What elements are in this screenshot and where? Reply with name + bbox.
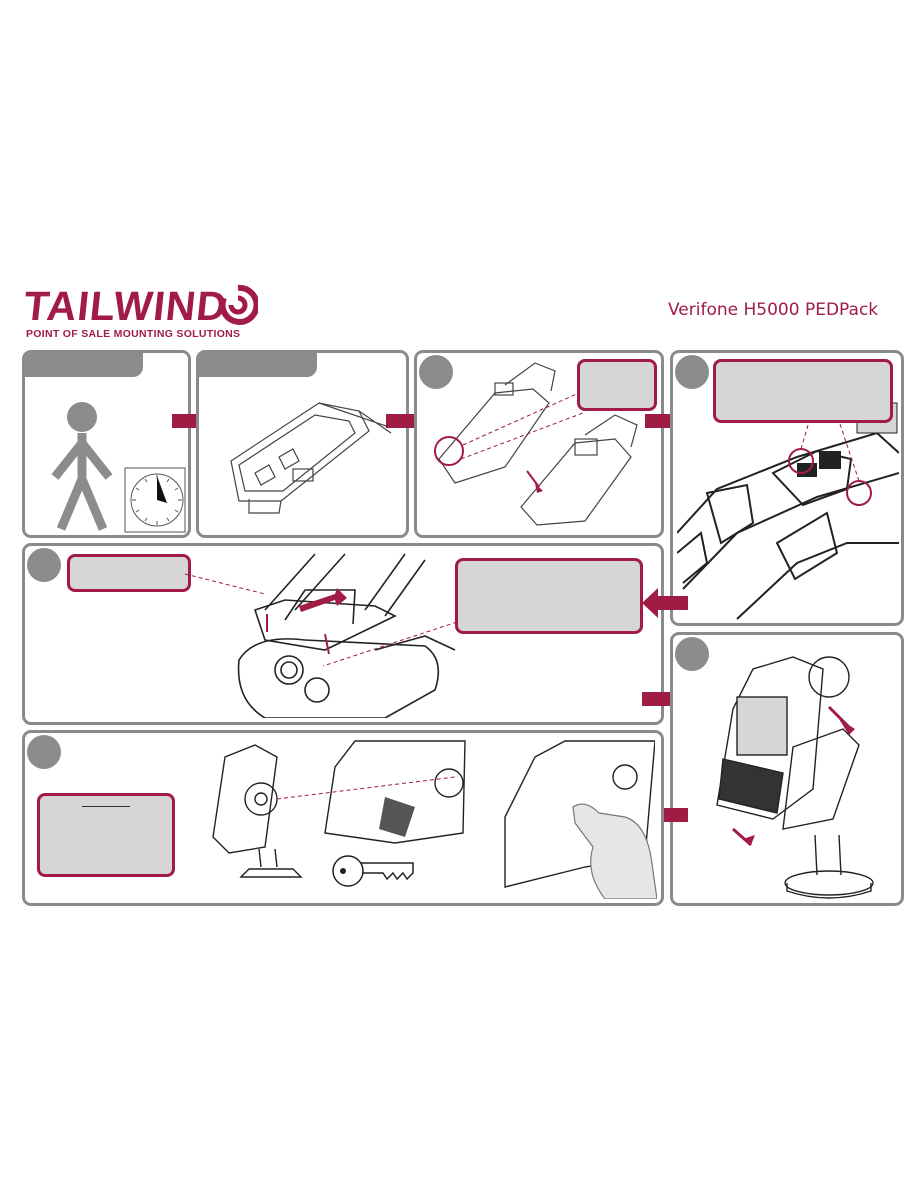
logo-tagline: POINT OF SALE MOUNTING SOLUTIONS — [26, 328, 241, 340]
person-icon — [47, 399, 117, 533]
step-4-badge — [675, 355, 709, 389]
step-7-callout — [37, 793, 175, 877]
hand-icon — [565, 777, 657, 899]
step-7-panel — [22, 730, 664, 906]
key-icon — [331, 851, 417, 891]
step-3-panel — [414, 350, 664, 538]
logo-swirl-icon — [218, 284, 258, 328]
step-5-callout-right — [455, 558, 643, 634]
step-4-panel — [670, 350, 904, 626]
step-5-badge — [27, 548, 61, 582]
step-5-leader-lines — [184, 573, 458, 667]
arrow-left-icon — [642, 588, 688, 618]
step-7-badge — [27, 735, 61, 769]
cradle-detail-illustration — [677, 393, 899, 621]
step-5-callout-left — [67, 554, 191, 592]
step-2-panel — [196, 350, 409, 538]
step-4-callout — [713, 359, 893, 423]
step-3-badge — [419, 355, 453, 389]
step-2-header — [199, 353, 317, 377]
cradle-assembly-illustration — [425, 359, 655, 531]
logo-wordmark: TAILWIND — [21, 283, 230, 329]
callout-underline — [82, 806, 130, 807]
key-lock-illustration — [205, 737, 655, 899]
clock-icon — [124, 467, 186, 533]
step-5-panel — [22, 543, 664, 725]
slide-latch-illustration — [225, 550, 465, 718]
mount-base-illustration — [209, 381, 399, 531]
page-title: Verifone H5000 PEDPack — [668, 300, 879, 320]
step-3-callout — [577, 359, 657, 411]
step-1-panel — [22, 350, 191, 538]
terminal-on-stand-illustration — [693, 649, 893, 899]
step-1-header — [25, 353, 143, 377]
step-6-badge — [675, 637, 709, 671]
step-6-panel — [670, 632, 904, 906]
